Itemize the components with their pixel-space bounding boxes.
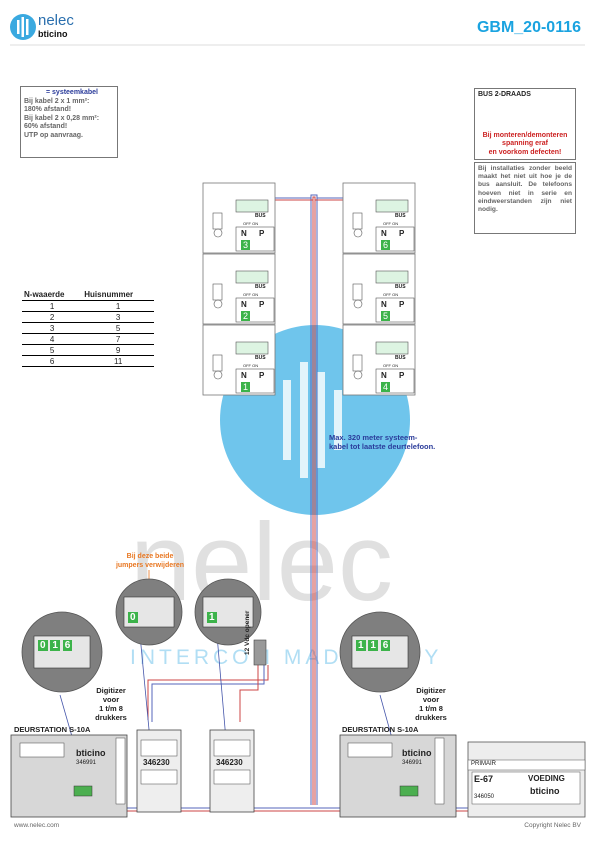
- jumper-note: Bij deze beide jumpers verwijderen: [115, 553, 185, 569]
- n-label: N: [241, 229, 247, 238]
- psu-brand-label: bticino: [530, 786, 560, 796]
- zoom-right-digits: 1 1 6: [356, 640, 391, 651]
- table-header: N-waaerde: [22, 289, 83, 301]
- system-cable-line: UTP op aanvraag.: [24, 131, 84, 139]
- psu-title-label: VOEDING: [528, 774, 565, 783]
- psu-model-label: 346050: [474, 794, 495, 800]
- lock-label: 12 Vdc opener: [244, 610, 251, 655]
- cable-length-note: Max. 320 meter systeem- kabel tot laatst…: [329, 433, 436, 451]
- bus-title: BUS 2-DRAADS: [478, 91, 531, 98]
- bus-warning-line: spanning eraf: [502, 140, 548, 148]
- offon-label: OFF ON: [243, 363, 259, 368]
- offon-label: OFF ON: [383, 292, 399, 297]
- bus-label: BUS: [255, 284, 266, 290]
- system-cable-line: Bij kabel 2 x 0,28 mm²:: [24, 114, 100, 122]
- bus-label: BUS: [255, 213, 266, 219]
- n-value-badge: 5: [381, 311, 391, 321]
- system-cable-title: = systeemkabel: [46, 89, 98, 96]
- system-cable-note: = systeemkabel Bij kabel 2 x 1 mm²: 180%…: [20, 86, 118, 158]
- n-value-badge: 2: [241, 311, 251, 321]
- lock-graphic: [253, 639, 267, 666]
- p-label: P: [399, 300, 405, 309]
- n-label: N: [381, 371, 387, 380]
- psu-graphic: [467, 741, 586, 818]
- door-stations: [10, 734, 457, 818]
- psu-primary-label: PRIMAIR: [471, 761, 497, 767]
- bus-label: BUS: [395, 213, 406, 219]
- n-label: N: [381, 300, 387, 309]
- phone-internals: [212, 199, 415, 394]
- bus-warning-line: Bij monteren/demonteren: [482, 131, 568, 139]
- door-station-model-left: 346991: [76, 760, 97, 766]
- n-value-badge: 1: [241, 382, 251, 392]
- footer-right: Copyright Nelec BV: [524, 822, 581, 829]
- table-header: Huisnummer: [82, 289, 154, 301]
- bus-label: BUS: [255, 355, 266, 361]
- bus-info-text: Bij installaties zonder beeld maakt het …: [478, 165, 572, 214]
- module-zoom-right-digit: 1: [207, 612, 217, 623]
- footer-left: www.nelec.com: [14, 822, 60, 829]
- p-label: P: [259, 300, 265, 309]
- bus-warning-line: en voorkom defecten!: [488, 148, 562, 156]
- brand-logo: nelec bticino: [38, 12, 74, 39]
- bus-warning-box: BUS 2-DRAADS Bij monteren/demonteren spa…: [474, 88, 576, 160]
- door-station-brand-left: bticino: [76, 748, 106, 758]
- brand-partner: bticino: [38, 29, 68, 39]
- digitizer-label-right: Digitizer voor 1 t/m 8 drukkers: [415, 686, 447, 722]
- system-cable-line: 60% afstand!: [24, 123, 68, 131]
- offon-label: OFF ON: [383, 221, 399, 226]
- zoom-circles: [21, 578, 421, 693]
- system-cable-line: 180% afstand!: [24, 106, 72, 114]
- module-model-left: 346230: [143, 758, 170, 767]
- door-station-model-right: 346991: [402, 760, 423, 766]
- n-label: N: [241, 371, 247, 380]
- digitizer-label-left: Digitizer voor 1 t/m 8 drukkers: [95, 686, 127, 722]
- phone-column-left: [202, 182, 416, 396]
- modules: [136, 729, 255, 813]
- n-label: N: [381, 229, 387, 238]
- n-value-badge: 3: [241, 240, 251, 250]
- module-zoom-left-digit: 0: [128, 612, 138, 623]
- document-id: GBM_20-0116: [476, 19, 581, 36]
- offon-label: OFF ON: [383, 363, 399, 368]
- bus-label: BUS: [395, 284, 406, 290]
- p-label: P: [259, 229, 265, 238]
- p-label: P: [259, 371, 265, 380]
- bus-label: BUS: [395, 355, 406, 361]
- logo-icon-graphic: [10, 14, 36, 40]
- zoom-left-digits: 0 1 6: [38, 640, 73, 651]
- brand-name: nelec: [38, 12, 74, 29]
- door-station-brand-right: bticino: [402, 748, 432, 758]
- door-station-label-right: DEURSTATION S-10A: [342, 725, 419, 734]
- bus-info-box: Bij installaties zonder beeld maakt het …: [474, 162, 576, 234]
- p-label: P: [399, 229, 405, 238]
- offon-label: OFF ON: [243, 292, 259, 297]
- door-station-label-left: DEURSTATION S-10A: [14, 725, 91, 734]
- n-value-badge: 4: [381, 382, 391, 392]
- p-label: P: [399, 371, 405, 380]
- module-model-right: 346230: [216, 758, 243, 767]
- system-cable-line: Bij kabel 2 x 1 mm²:: [24, 97, 90, 105]
- n-label: N: [241, 300, 247, 309]
- offon-label: OFF ON: [243, 221, 259, 226]
- psu-code-label: E-67: [474, 774, 494, 784]
- n-value-badge: 6: [381, 240, 391, 250]
